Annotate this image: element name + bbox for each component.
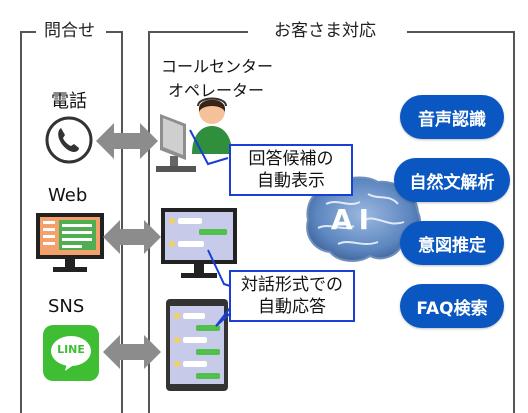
left-section-title: 問合せ: [38, 21, 101, 41]
monitor-web-icon: [36, 213, 104, 272]
left-frame-top-right: [106, 31, 123, 33]
right-frame-top-right: [407, 31, 515, 33]
arrow-sns-to-phone: [103, 335, 161, 369]
right-frame-left: [148, 31, 150, 413]
smartphone-chat-icon: [166, 299, 228, 391]
left-frame-top-left: [20, 31, 36, 33]
callout-answer-line2: 自動表示: [257, 171, 325, 191]
ai-label: AI: [331, 203, 376, 236]
right-frame-right: [513, 31, 515, 413]
operator-label-line2: オペレーター: [168, 81, 265, 100]
phone-icon: [45, 116, 93, 164]
callout-dialog-line1: 対話形式での: [241, 275, 343, 295]
callout-answer-candidates: 回答候補の 自動表示: [229, 144, 353, 196]
capability-nlp: 自然文解析: [394, 158, 510, 202]
capability-speech-recognition: 音声認識: [400, 95, 504, 139]
callout-dialog-line2: 自動応答: [258, 297, 326, 317]
line-app-icon: [43, 325, 99, 381]
callout-answer-line1: 回答候補の: [248, 149, 334, 169]
operator-icon: [156, 97, 232, 172]
channel-web-label: Web: [48, 185, 88, 206]
right-section-title: お客さま対応: [268, 21, 382, 41]
callout-pointer-answer: [189, 129, 229, 166]
capability-faq-search: FAQ検索: [400, 284, 504, 328]
right-frame-top-left: [148, 31, 248, 33]
channel-sns-label: SNS: [48, 296, 85, 317]
channel-phone-label: 電話: [51, 91, 87, 112]
left-frame-right: [121, 31, 123, 413]
arrow-web-to-chat: [103, 220, 161, 254]
arrow-phone-to-operator: [96, 123, 158, 159]
left-frame-left: [20, 31, 22, 413]
callout-pointer-dialog: [207, 249, 235, 327]
capability-intent: 意図推定: [400, 221, 504, 265]
operator-label-line1: コールセンター: [161, 57, 274, 76]
chat-monitor-icon: [161, 208, 237, 278]
callout-dialog-response: 対話形式での 自動応答: [229, 270, 355, 322]
line-app-label: LINE: [57, 343, 85, 356]
